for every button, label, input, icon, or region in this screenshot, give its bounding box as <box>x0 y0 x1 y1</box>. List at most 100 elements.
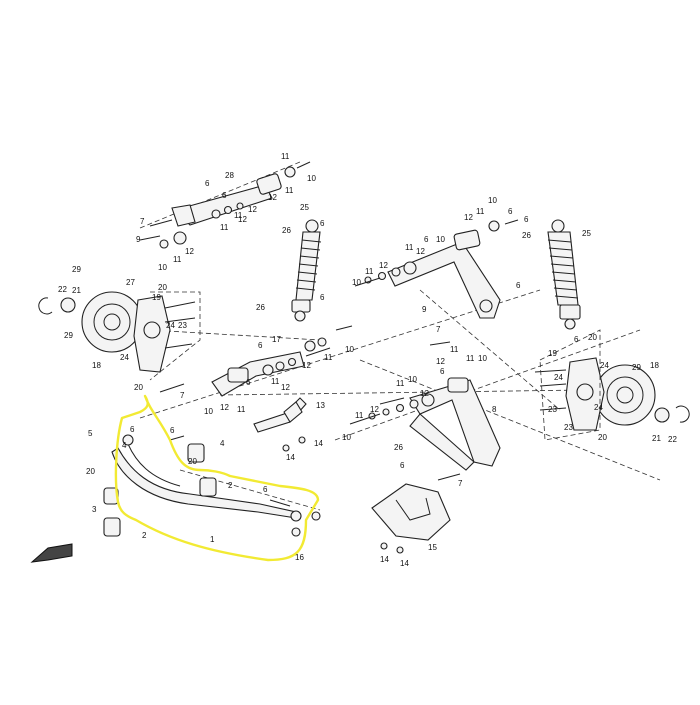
callout-18: 18 <box>92 361 101 370</box>
callout-11: 11 <box>450 345 459 354</box>
callout-24: 24 <box>166 321 175 330</box>
callout-7: 7 <box>458 479 463 488</box>
callout-11: 11 <box>173 255 182 264</box>
upper-left-arm-assembly <box>139 161 311 249</box>
callout-10: 10 <box>436 235 445 244</box>
callout-23: 23 <box>564 423 573 432</box>
callout-6: 6 <box>574 335 579 344</box>
callout-20: 20 <box>86 467 95 476</box>
callout-20: 20 <box>588 333 597 342</box>
callout-29: 29 <box>72 265 81 274</box>
callout-11: 11 <box>396 379 405 388</box>
callout-2: 2 <box>228 481 233 490</box>
callout-12: 12 <box>379 261 388 270</box>
left-shock-absorber <box>291 219 322 322</box>
callout-21: 21 <box>652 434 661 443</box>
guard-plate-13 <box>253 397 307 452</box>
callout-19: 19 <box>152 293 161 302</box>
right-shock-absorber <box>547 219 581 330</box>
highlight-outline <box>114 394 320 562</box>
callout-7: 7 <box>436 325 441 334</box>
callout-6: 6 <box>246 378 251 387</box>
callout-6: 6 <box>258 341 263 350</box>
callout-12: 12 <box>420 389 429 398</box>
callout-10: 10 <box>408 375 417 384</box>
callout-29: 29 <box>64 331 73 340</box>
callout-29: 29 <box>632 363 641 372</box>
callout-10: 10 <box>307 174 316 183</box>
lower-a-arm <box>349 377 501 471</box>
callout-10: 10 <box>158 263 167 272</box>
callout-11: 11 <box>220 223 229 232</box>
callout-10: 10 <box>342 433 351 442</box>
callout-labels: 6 28 11 10 11 12 6 11 12 7 11 12 9 10 11… <box>58 152 677 568</box>
callout-12: 12 <box>281 383 290 392</box>
callout-26: 26 <box>256 303 265 312</box>
callout-12: 12 <box>370 405 379 414</box>
callout-10: 10 <box>345 345 354 354</box>
callout-17: 17 <box>272 335 281 344</box>
callout-20: 20 <box>158 283 167 292</box>
callout-7: 7 <box>180 391 185 400</box>
callout-20: 20 <box>188 457 197 466</box>
callout-11: 11 <box>281 152 290 161</box>
fasteners <box>159 219 519 481</box>
callout-6: 6 <box>130 425 135 434</box>
callout-23: 23 <box>178 321 187 330</box>
left-lower-arm <box>211 337 331 397</box>
callout-24: 24 <box>600 361 609 370</box>
callout-12: 12 <box>248 205 257 214</box>
callout-11: 11 <box>234 211 243 220</box>
callout-12: 12 <box>220 403 229 412</box>
callout-10: 10 <box>488 196 497 205</box>
callout-6: 6 <box>205 179 210 188</box>
callout-16: 16 <box>295 553 304 562</box>
callout-12: 12 <box>238 215 247 224</box>
callout-27: 27 <box>126 278 135 287</box>
left-hub-assembly <box>38 291 201 381</box>
guide-lines <box>139 161 661 511</box>
callout-11: 11 <box>355 411 364 420</box>
callout-24: 24 <box>594 403 603 412</box>
callout-1: 1 <box>210 535 215 544</box>
callout-21: 21 <box>72 286 81 295</box>
callout-6: 6 <box>320 219 325 228</box>
callout-24: 24 <box>554 373 563 382</box>
callout-24: 24 <box>120 353 129 362</box>
callout-6: 6 <box>440 367 445 376</box>
callout-18: 18 <box>650 361 659 370</box>
callout-19: 19 <box>548 349 557 358</box>
callout-11: 11 <box>324 353 333 362</box>
callout-12: 12 <box>436 357 445 366</box>
callout-20: 20 <box>134 383 143 392</box>
callout-14: 14 <box>286 453 295 462</box>
callout-10: 10 <box>204 407 213 416</box>
callout-9: 9 <box>422 305 427 314</box>
callout-3: 3 <box>92 505 97 514</box>
callout-6: 6 <box>170 426 175 435</box>
callout-20: 20 <box>598 433 607 442</box>
callout-6: 6 <box>263 485 268 494</box>
callout-28: 28 <box>225 171 234 180</box>
callout-11: 11 <box>285 186 294 195</box>
callout-13: 13 <box>316 401 325 410</box>
callout-14: 14 <box>314 439 323 448</box>
callout-26: 26 <box>394 443 403 452</box>
callout-10: 10 <box>478 354 487 363</box>
upper-a-arm <box>354 220 501 319</box>
callout-23: 23 <box>548 405 557 414</box>
callout-12: 12 <box>416 247 425 256</box>
right-hub-assembly <box>534 329 690 441</box>
callout-11: 11 <box>271 377 280 386</box>
stabilizer-bar-assembly <box>103 434 321 537</box>
callout-6: 6 <box>524 215 529 224</box>
callout-6: 6 <box>222 191 227 200</box>
callout-26: 26 <box>522 231 531 240</box>
callout-12: 12 <box>302 361 311 370</box>
callout-22: 22 <box>58 285 67 294</box>
callout-14: 14 <box>380 555 389 564</box>
callout-4: 4 <box>220 439 225 448</box>
callout-12: 12 <box>268 193 277 202</box>
